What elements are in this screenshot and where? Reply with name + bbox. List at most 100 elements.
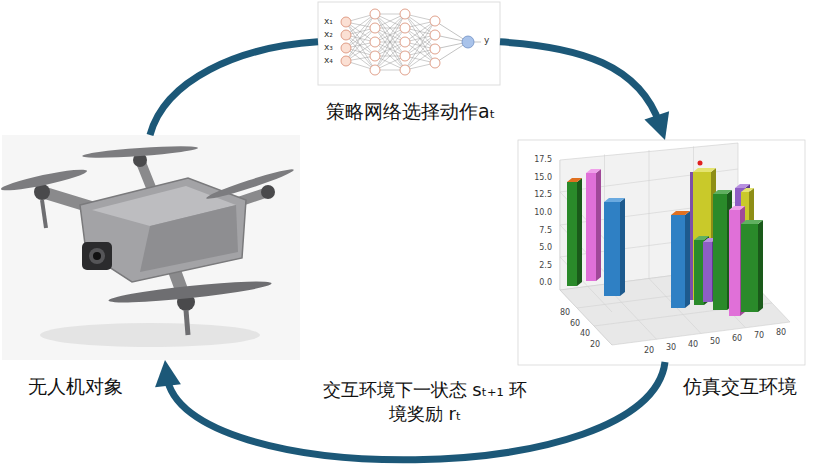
network-picture xyxy=(341,56,351,66)
network-io-label: y xyxy=(484,35,489,46)
network-picture xyxy=(318,2,500,85)
bar-chart-picture xyxy=(693,168,716,172)
bar-chart-picture xyxy=(741,224,758,312)
bar-chart-picture xyxy=(703,242,712,302)
bar-chart-picture xyxy=(735,184,750,188)
network-picture xyxy=(430,58,440,68)
bar-chart-picture xyxy=(694,240,704,305)
bar-chart-picture xyxy=(729,210,740,316)
axis-tick-label: 17.5 xyxy=(528,155,552,165)
bar-chart-picture xyxy=(596,169,601,281)
bar-chart-picture xyxy=(577,178,582,286)
edge-label: 交互环境下一状态 sₜ₊₁ 环境奖励 rₜ xyxy=(320,378,530,427)
bar-chart-picture xyxy=(713,190,732,194)
loop-arrow xyxy=(500,42,669,140)
network-io-label: x₁ xyxy=(324,16,333,27)
environment-node: 仿真交互环境 xyxy=(520,140,805,362)
axis-tick-label: 80 xyxy=(776,328,786,338)
bar-chart-picture xyxy=(749,188,754,224)
drone-picture xyxy=(261,185,275,199)
bar-chart-picture xyxy=(671,211,690,215)
drone-picture xyxy=(2,135,300,360)
bar-chart-picture xyxy=(586,173,596,281)
drone-picture xyxy=(0,166,88,194)
axis-tick-label: 80 xyxy=(560,308,570,318)
bar-chart-picture xyxy=(604,202,620,296)
axis-tick-label: 10.0 xyxy=(528,208,552,218)
axis-tick-label: 5.0 xyxy=(528,243,552,253)
network-io-label: x₄ xyxy=(324,55,333,66)
bar-chart-picture xyxy=(604,198,625,296)
network-picture xyxy=(430,16,440,26)
loop-arc xyxy=(167,362,665,460)
bar-chart-picture xyxy=(741,220,763,224)
drone-picture xyxy=(93,252,101,260)
bar-chart-picture xyxy=(690,172,693,300)
bar-chart-picture xyxy=(671,211,690,308)
network-picture xyxy=(341,17,351,66)
axis-tick-label: 0.0 xyxy=(528,278,552,288)
network-picture xyxy=(341,30,351,40)
network-picture xyxy=(370,9,380,19)
network-picture xyxy=(370,9,440,75)
drone-picture xyxy=(40,323,260,347)
bar-chart-picture xyxy=(567,178,582,286)
bar-chart-picture xyxy=(586,169,601,281)
arrow-head xyxy=(155,360,181,387)
network-io-label: x₃ xyxy=(324,42,333,53)
drone-picture xyxy=(89,248,105,264)
bar-chart-picture xyxy=(604,198,625,202)
bar-chart-picture xyxy=(758,220,763,312)
network-picture xyxy=(370,37,380,47)
drone-picture xyxy=(140,205,238,272)
drone-picture xyxy=(42,200,46,228)
axis-tick-label: 50 xyxy=(710,337,720,347)
bar-chart-picture xyxy=(729,206,745,210)
network-picture xyxy=(370,23,380,33)
network-picture xyxy=(462,36,474,48)
bar-chart-picture xyxy=(741,188,754,192)
network-picture xyxy=(400,23,410,33)
loop-arrow xyxy=(150,42,318,135)
axis-tick-label: 40 xyxy=(580,329,590,339)
axis-tick-label: 15.0 xyxy=(528,173,552,183)
network-picture xyxy=(400,9,410,19)
bar-chart-picture xyxy=(567,178,582,182)
bar-chart-picture xyxy=(741,220,763,312)
network-picture xyxy=(370,65,380,75)
bar-chart-picture xyxy=(518,140,805,365)
policy-network-node: 策略网络选择动作aₜ xyxy=(318,2,500,85)
axis-tick-label: 7.5 xyxy=(528,226,552,236)
axis-tick-label: 12.5 xyxy=(528,190,552,200)
bar-chart-picture xyxy=(649,150,650,279)
drone-picture xyxy=(186,310,188,335)
bar-chart-picture xyxy=(620,198,625,296)
drone-picture xyxy=(82,242,112,270)
network-picture xyxy=(400,37,410,47)
bar-chart-picture xyxy=(671,215,685,308)
network-picture xyxy=(400,65,410,75)
drone-picture xyxy=(82,144,198,160)
network-picture xyxy=(370,51,380,61)
axis-tick-label: 60 xyxy=(570,319,580,329)
axis-tick-label: 20 xyxy=(590,340,600,350)
bar-chart-picture xyxy=(713,194,727,310)
axis-tick-label: 60 xyxy=(732,334,742,344)
bar-chart-picture xyxy=(567,182,577,286)
bar-chart-picture xyxy=(698,161,703,166)
arrow-head xyxy=(644,111,669,140)
bar-chart-picture xyxy=(586,169,601,173)
node-label: 无人机对象 xyxy=(28,375,123,399)
axis-tick-label: 30 xyxy=(666,343,676,353)
loop-arrow xyxy=(155,360,665,460)
drone-node: 无人机对象 xyxy=(0,135,300,360)
network-picture xyxy=(430,44,440,54)
network-io-label: x₂ xyxy=(324,29,333,40)
bar-chart-picture xyxy=(518,140,805,365)
drone-picture xyxy=(108,277,272,306)
bar-chart-picture xyxy=(560,147,772,340)
axis-tick-label: 40 xyxy=(688,340,698,350)
network-picture xyxy=(318,2,500,85)
